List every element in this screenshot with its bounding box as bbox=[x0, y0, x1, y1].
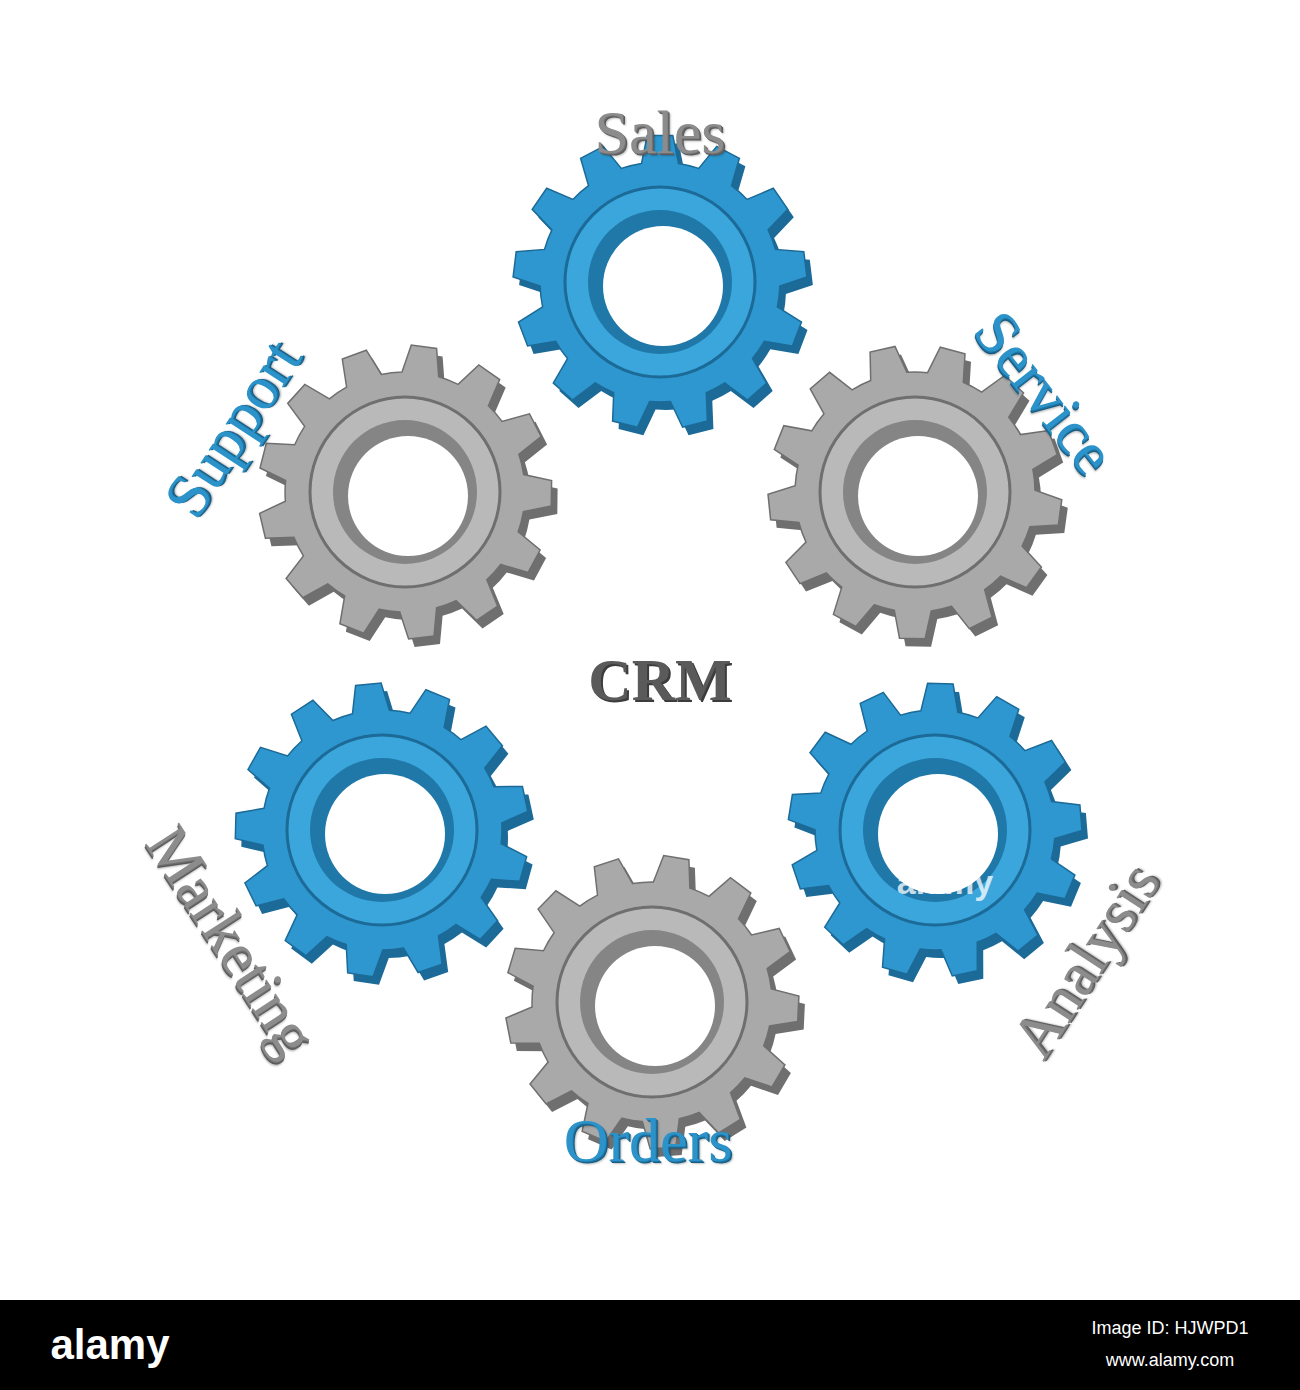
gear-hub bbox=[287, 735, 477, 925]
gear-bore bbox=[858, 436, 978, 556]
watermark: alamy bbox=[897, 863, 993, 902]
gear-bore-edge bbox=[580, 930, 724, 1074]
gear-node: Analysis bbox=[785, 680, 1085, 980]
gear-bore-edge bbox=[863, 758, 1007, 902]
gear-node: Service bbox=[765, 342, 1065, 642]
gear-bore-edge bbox=[310, 758, 454, 902]
gear-node: Marketing bbox=[232, 680, 532, 980]
gear bbox=[260, 345, 558, 647]
gear-face bbox=[260, 345, 552, 639]
image-id: Image ID: HJWPD1 bbox=[1091, 1318, 1248, 1339]
gear-hub bbox=[820, 397, 1010, 587]
gear-bore bbox=[603, 226, 723, 346]
footer-logo: alamy bbox=[50, 1321, 169, 1369]
gear-face bbox=[506, 856, 799, 1150]
gear-label: Analysis bbox=[1000, 852, 1170, 1068]
gear-hub bbox=[557, 907, 747, 1097]
gear-hub bbox=[310, 397, 500, 587]
gear-bore-edge bbox=[588, 210, 732, 354]
footer-url: www.alamy.com bbox=[1106, 1350, 1235, 1371]
gear bbox=[788, 683, 1088, 984]
gear-bore-edge bbox=[843, 420, 987, 564]
gear-face bbox=[788, 683, 1082, 976]
footer-bar bbox=[0, 1300, 1300, 1390]
gear-label: Support bbox=[153, 329, 312, 527]
gear-label: Service bbox=[963, 300, 1126, 485]
gear bbox=[513, 136, 813, 436]
gear-bore bbox=[348, 436, 468, 556]
gear bbox=[235, 683, 534, 985]
gear-face bbox=[513, 136, 807, 428]
gear-label: Orders bbox=[564, 1109, 733, 1171]
gear-node: Orders bbox=[502, 852, 802, 1152]
gear-bore-edge bbox=[333, 420, 477, 564]
center-title: CRM bbox=[588, 646, 731, 715]
gear-hub bbox=[840, 735, 1030, 925]
gear-label: Sales bbox=[595, 101, 726, 163]
gear-bore bbox=[325, 774, 445, 894]
gear-hub bbox=[565, 187, 755, 377]
gear-label: Marketing bbox=[136, 815, 329, 1065]
gear-bore bbox=[595, 946, 715, 1066]
gear-node: Sales bbox=[510, 132, 810, 432]
gear-node: Support bbox=[255, 342, 555, 642]
gear-face bbox=[235, 683, 528, 977]
